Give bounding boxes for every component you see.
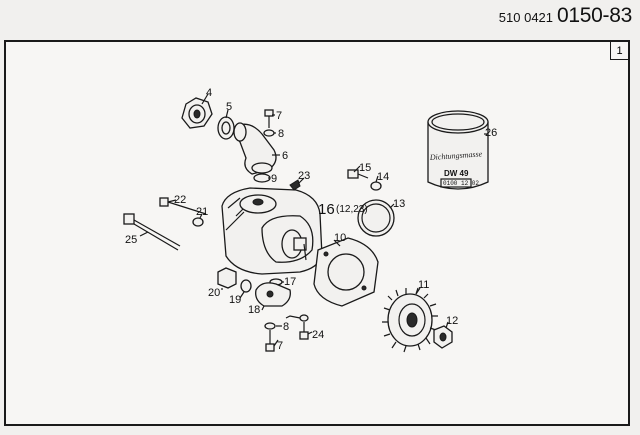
part-11-gear <box>382 287 438 353</box>
document-number: 0150-83 <box>557 4 632 27</box>
part-15-bolt <box>347 169 369 179</box>
label-part-12: 12 <box>446 315 458 327</box>
part-5-ring <box>217 116 235 140</box>
label-part-6: 6 <box>282 150 288 162</box>
part-21-washer <box>192 217 204 227</box>
part-10-gasket <box>313 237 379 307</box>
part-6-elbow <box>233 122 277 175</box>
label-part-22: 22 <box>174 194 186 206</box>
label-part-24: 24 <box>312 329 324 341</box>
label-part-8-bottom: 8 <box>283 321 289 333</box>
part-13-cover <box>357 199 395 237</box>
label-part-15: 15 <box>359 162 371 174</box>
part-25-long-bolt <box>123 213 181 251</box>
part-18-flange <box>255 282 291 307</box>
label-part-14: 14 <box>377 171 389 183</box>
part-14-washer <box>370 181 382 191</box>
part-4-hex-nut <box>181 97 213 129</box>
part-7-bolt-bottom <box>265 330 275 352</box>
label-part-16: 16 <box>318 201 335 218</box>
label-part-5: 5 <box>226 101 232 113</box>
document-header: 510 0421 0150-83 <box>498 4 633 28</box>
can-product-label: DW 49 <box>444 169 469 178</box>
label-part-26: 26 <box>485 127 497 139</box>
label-part-17: 17 <box>284 276 296 288</box>
label-part-21: 21 <box>196 206 208 218</box>
part-9-ring <box>253 173 271 183</box>
part-20-fitting <box>217 267 237 289</box>
label-part-18: 18 <box>248 304 260 316</box>
label-part-10: 10 <box>334 232 346 244</box>
catalog-code: 510 0421 <box>498 10 554 25</box>
label-part-4: 4 <box>206 87 212 99</box>
part-23-key <box>289 179 301 191</box>
label-part-9: 9 <box>271 173 277 185</box>
label-part-8-top: 8 <box>278 128 284 140</box>
page-number-box: 1 <box>610 42 628 60</box>
part-8-washer-bottom <box>264 322 276 330</box>
part-7-bolt-top <box>264 109 274 128</box>
part-24-bolt <box>299 314 309 340</box>
part-26-sealant-can: Dichtungsmasse DW 49 0100 12 02 <box>427 110 489 190</box>
label-part-16-reference: (12,23) <box>336 204 368 215</box>
part-19-ring <box>240 279 252 293</box>
part-16-pump-body <box>221 187 323 275</box>
label-part-19: 19 <box>229 294 241 306</box>
label-part-25: 25 <box>125 234 137 246</box>
can-code: 0100 12 02 <box>443 180 479 187</box>
label-part-7-top: 7 <box>276 110 282 122</box>
part-8-washer-top <box>263 129 275 137</box>
label-part-7-bottom: 7 <box>277 340 283 352</box>
label-part-20: 20 <box>208 287 220 299</box>
label-part-23: 23 <box>298 170 310 182</box>
label-part-11: 11 <box>418 279 429 291</box>
can-brand-text: Dichtungsmasse <box>429 149 483 162</box>
leader-lines <box>139 93 488 347</box>
label-part-13: 13 <box>393 198 405 210</box>
bracket-line <box>285 315 301 319</box>
part-12-nut <box>433 325 453 349</box>
